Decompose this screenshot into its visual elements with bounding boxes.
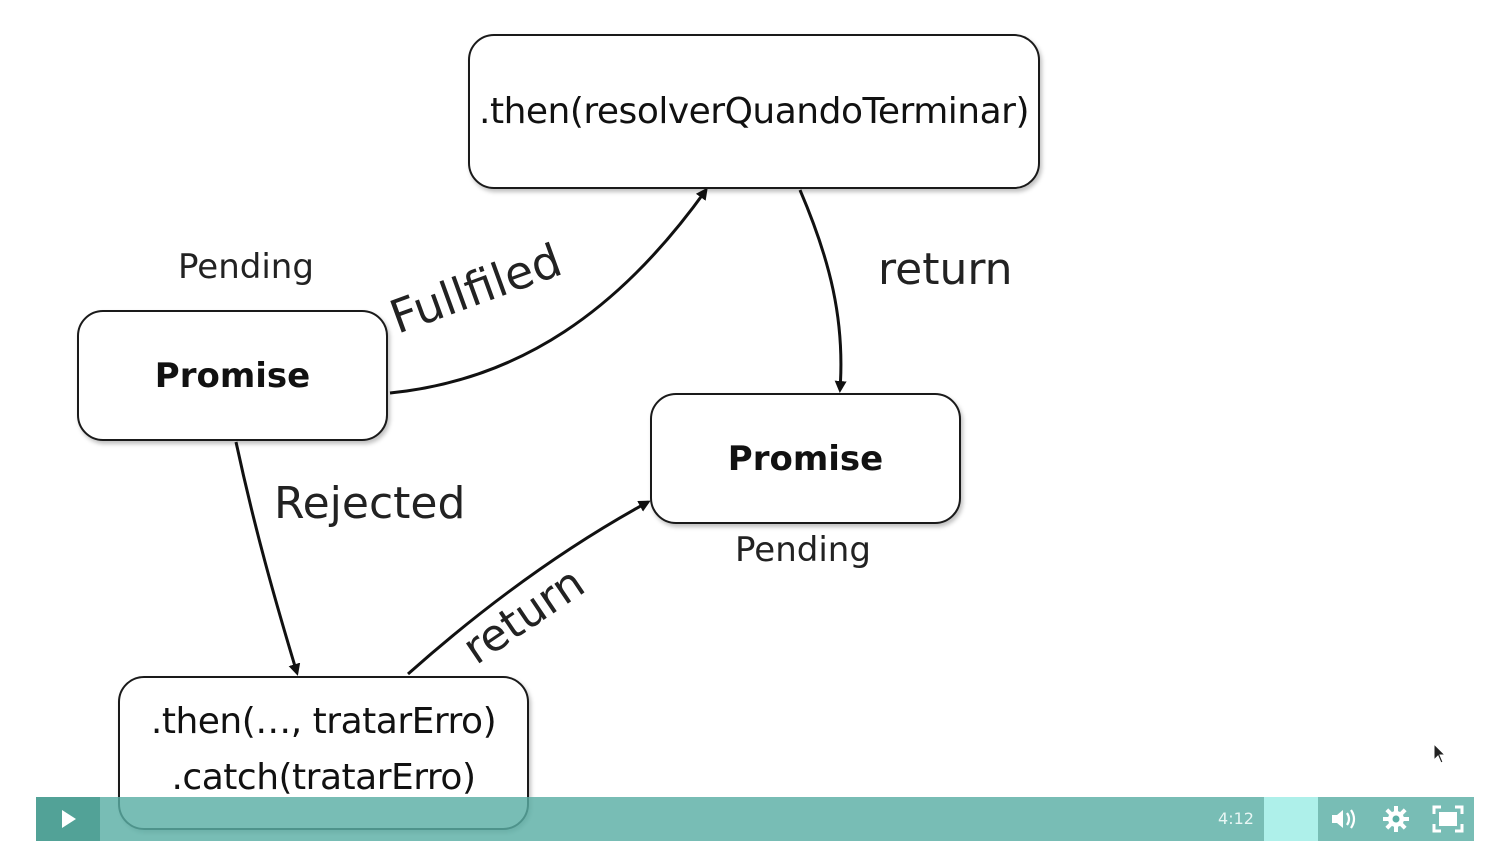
catch-node: .then(…, tratarErro) .catch(tratarErro)	[118, 676, 529, 830]
fullscreen-button[interactable]	[1424, 797, 1472, 841]
volume-icon	[1332, 809, 1356, 829]
promise-right-node: Promise	[650, 393, 961, 524]
volume-button[interactable]	[1320, 797, 1368, 841]
then-resolver-node: .then(resolverQuandoTerminar)	[468, 34, 1040, 189]
play-icon	[62, 810, 76, 828]
catch-line-2: .catch(tratarErro)	[171, 757, 476, 798]
gear-icon	[1383, 806, 1409, 832]
edge-label-return-bottom: return	[453, 557, 594, 675]
promise-right-label: Promise	[727, 438, 884, 479]
return-top-arrow	[798, 189, 847, 393]
edge-label-fulfilled: Fullfiled	[382, 232, 569, 345]
fullscreen-icon	[1432, 805, 1464, 833]
edge-label-return-top: return	[878, 244, 1013, 295]
rejected-arrow	[234, 441, 301, 676]
video-control-bar: 4:12	[36, 797, 1474, 841]
time-display: 4:12	[1218, 809, 1254, 828]
volume-slider[interactable]	[1264, 797, 1318, 841]
catch-line-1: .then(…, tratarErro)	[150, 701, 497, 742]
state-label-right: Pending	[735, 530, 871, 570]
edge-label-rejected: Rejected	[274, 478, 466, 529]
promise-left-node: Promise	[77, 310, 388, 441]
mouse-cursor-icon	[1433, 743, 1447, 764]
then-resolver-label: .then(resolverQuandoTerminar)	[479, 91, 1029, 132]
state-label-left: Pending	[178, 247, 314, 287]
promise-left-label: Promise	[154, 355, 311, 396]
settings-button[interactable]	[1372, 797, 1420, 841]
play-button[interactable]	[36, 797, 100, 841]
progress-bar[interactable]	[100, 797, 1264, 841]
